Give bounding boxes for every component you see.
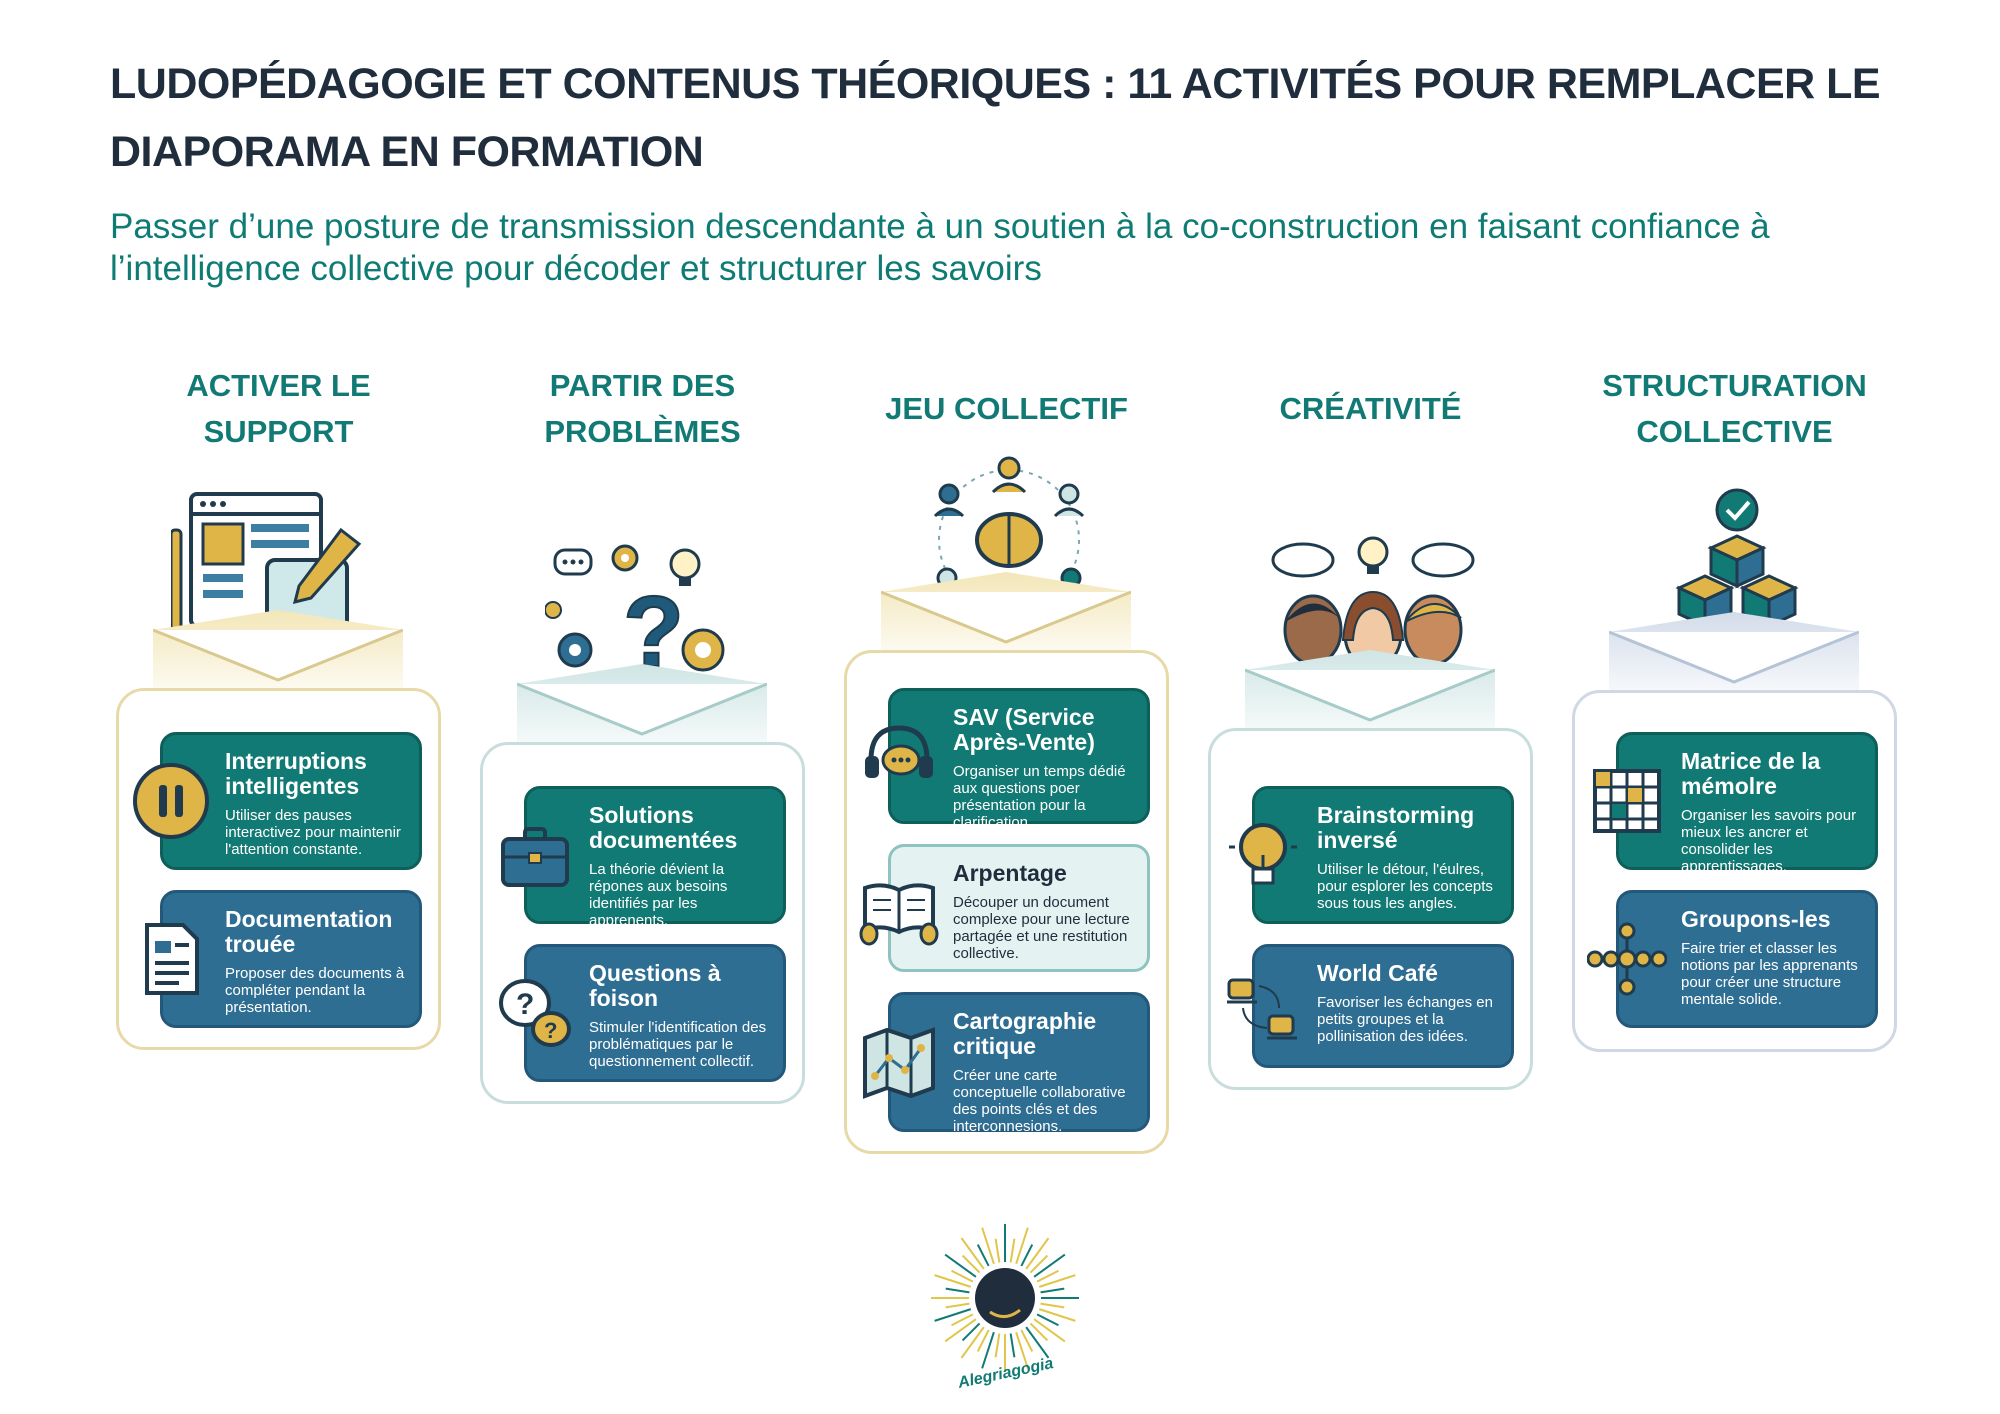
activity-title: SAV (Service Après-Vente) — [953, 704, 1095, 755]
activity-title: Groupons-les — [1681, 906, 1831, 932]
funnel-shape — [153, 610, 403, 710]
activity-card-world-cafe[interactable]: World Café Favoriser les échanges en pet… — [1227, 944, 1514, 1068]
activity-description: Utiliser le détour, l'éulres, pour esplo… — [1317, 861, 1493, 912]
activity-card-matrice[interactable]: Matrice de la mémolre Organiser les savo… — [1593, 732, 1878, 875]
column-title: JEU COLLECTIF — [885, 391, 1128, 426]
activity-card-groupons[interactable]: Groupons-les Faire trier et classer les … — [1587, 890, 1878, 1028]
column-title: ACTIVER LE SUPPORT — [186, 368, 371, 449]
activity-title: Solutions documentées — [589, 802, 738, 853]
page-subtitle: Passer d’une posture de transmission des… — [110, 207, 1770, 288]
activity-card-sav[interactable]: SAV (Service Après-Vente) Organiser un t… — [865, 688, 1150, 831]
svg-text:?: ? — [516, 988, 534, 1021]
funnel-shape — [1245, 650, 1495, 750]
sun-logo-icon: Alegriagogia — [931, 1224, 1079, 1390]
activity-card-cartographie[interactable]: Cartographie critique Créer une carte co… — [863, 992, 1150, 1135]
column-title: CRÉATIVITÉ — [1279, 391, 1462, 426]
activity-card-interruptions[interactable]: Interruptions intelligentes Utiliser des… — [133, 732, 422, 870]
column-creativite: CRÉATIVITÉ Brainstorming inversé Utilise… — [1208, 0, 1533, 1414]
briefcase-icon — [501, 827, 569, 887]
tablet-and-pencil-icon — [171, 492, 362, 632]
activity-title: Documentation trouée — [225, 906, 393, 957]
activity-description: Découper un document complexe pour une l… — [953, 894, 1130, 962]
activity-card-documentation[interactable]: Documentation trouée Proposer des docume… — [145, 890, 422, 1028]
funnel-shape — [881, 572, 1131, 672]
activity-description: La théorie dévient la répones aux besoin… — [589, 861, 728, 929]
funnel-shape — [517, 664, 767, 764]
coffee-cups-icon — [1227, 978, 1297, 1040]
activity-title: Questions à foison — [589, 960, 721, 1011]
question-bubbles-icon: ?? — [499, 979, 571, 1047]
activity-description: Organiser un temps dédié aux questions p… — [953, 763, 1126, 831]
node-cluster-icon — [1587, 922, 1667, 996]
activity-card-questions[interactable]: ?? Questions à foison Stimuler l'identif… — [499, 944, 786, 1082]
column-structuration-collective: STRUCTURATION COLLECTIVE Matrice de la m… — [1572, 0, 1897, 1414]
column-title: PARTIR DES PROBLÈMES — [544, 368, 741, 449]
column-activer-le-support: ACTIVER LE SUPPORT Interruptions intelli… — [116, 0, 441, 1414]
document-icon — [145, 923, 199, 995]
activity-title: Arpentage — [953, 860, 1067, 886]
activity-card-brainstorming[interactable]: Brainstorming inversé Utiliser le détour… — [1229, 786, 1514, 924]
activity-description: Proposer des documents à compléter penda… — [225, 965, 405, 1016]
activity-title: Brainstorming inversé — [1317, 802, 1475, 853]
activity-description: Créer une carte conceptuelle collaborati… — [953, 1067, 1126, 1135]
activity-card-solutions[interactable]: Solutions documentées La théorie dévient… — [501, 786, 786, 929]
activity-title: Interruptions intelligentes — [225, 748, 367, 799]
activity-description: Favoriser les échanges en petits groupes… — [1317, 994, 1493, 1045]
lightbulb-icon — [1229, 823, 1297, 885]
thinking-people-icon — [1271, 536, 1475, 670]
column-jeu-collectif: JEU COLLECTIF SAV (Service Après-Vente) … — [844, 0, 1169, 1414]
map-icon — [863, 1027, 935, 1099]
headset-icon — [865, 725, 933, 778]
svg-text:?: ? — [544, 1018, 557, 1043]
sun-rays — [931, 1224, 1079, 1372]
activity-title: Matrice de la mémolre — [1681, 748, 1821, 799]
page-title: LUDOPÉDAGOGIE ET CONTENUS THÉORIQUES : 1… — [110, 60, 1881, 176]
activity-description: Utiliser des pauses interactivez pour ma… — [225, 807, 401, 858]
funnel-shape — [1609, 612, 1859, 712]
activity-description: Organiser les savoirs pour mieux les anc… — [1681, 807, 1857, 875]
grid-matrix-icon — [1593, 769, 1661, 833]
activity-title: Cartographie critique — [953, 1008, 1097, 1059]
activity-description: Stimuler l'identification des problémati… — [589, 1019, 767, 1070]
open-book-icon — [859, 883, 939, 946]
pause-icon — [133, 763, 209, 839]
column-partir-des-problemes: PARTIR DES PROBLÈMES ? Solutions documen… — [480, 0, 805, 1414]
column-title: STRUCTURATION COLLECTIVE — [1602, 368, 1867, 449]
activity-description: Faire trier et classer les notions par l… — [1681, 940, 1858, 1008]
activity-card-arpentage[interactable]: Arpentage Découper un document complexe … — [859, 844, 1150, 972]
activity-title: World Café — [1317, 960, 1438, 986]
